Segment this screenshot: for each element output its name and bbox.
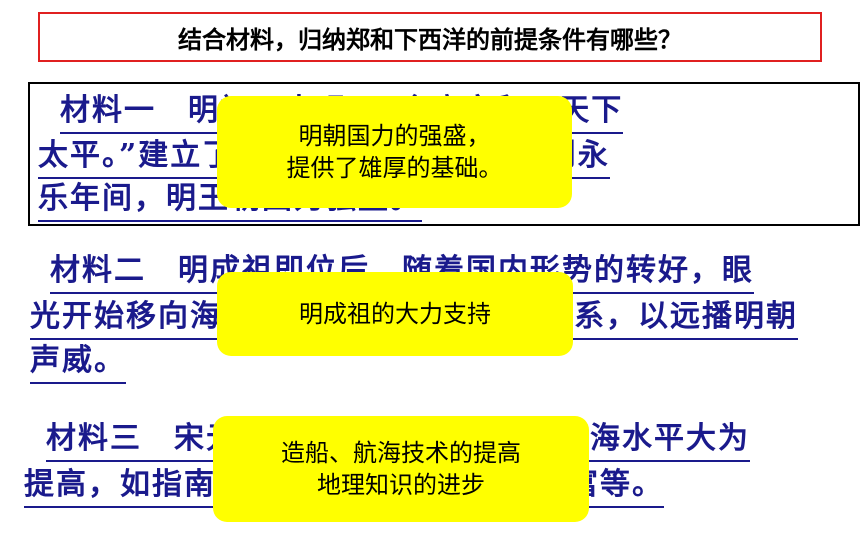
material-2-line-3: 声威。: [30, 340, 126, 384]
question-box: 结合材料，归纳郑和下西洋的前提条件有哪些？: [38, 12, 822, 62]
callout-national-strength: 明朝国力的强盛， 提供了雄厚的基础。: [217, 96, 572, 208]
callout-3-line-1: 造船、航海技术的提高: [281, 439, 521, 467]
callout-1-line-2: 提供了雄厚的基础。: [286, 154, 503, 182]
callout-1-line-1: 明朝国力的强盛，: [298, 122, 491, 150]
callout-2-text: 明成祖的大力支持: [299, 300, 491, 328]
callout-technology: 造船、航海技术的提高 地理知识的进步: [213, 416, 589, 522]
callout-emperor-support: 明成祖的大力支持: [217, 272, 573, 356]
question-text: 结合材料，归纳郑和下西洋的前提条件有哪些？: [178, 25, 682, 54]
material-1-box: [28, 82, 860, 226]
callout-3-line-2: 地理知识的进步: [317, 471, 485, 499]
